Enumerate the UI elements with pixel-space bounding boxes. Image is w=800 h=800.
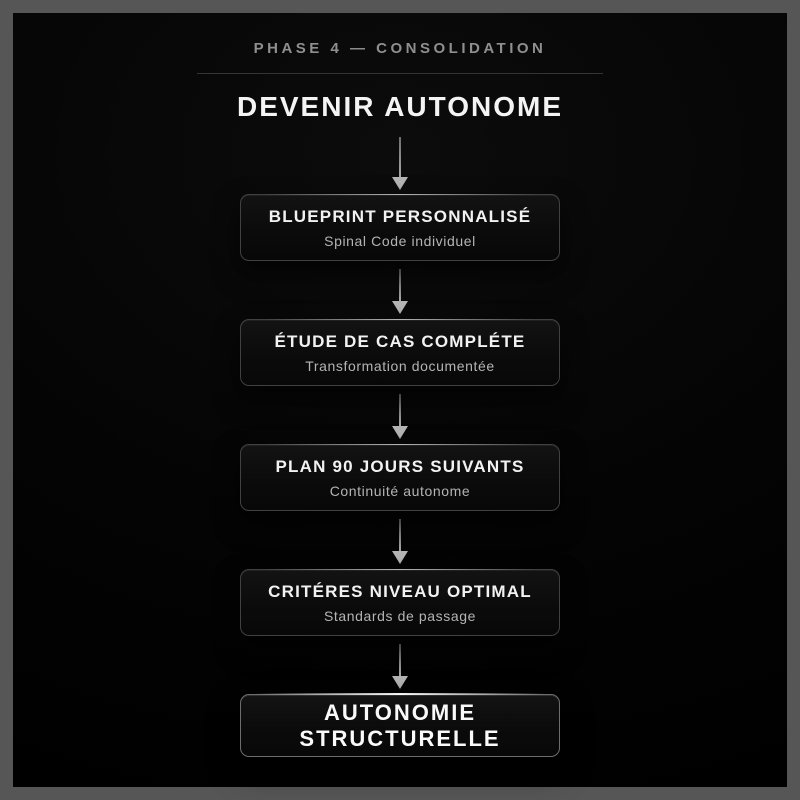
flow-node-criteres-optimal: CRITÉRES NIVEAU OPTIMAL Standards de pas… (240, 569, 560, 636)
arrow-head (392, 551, 408, 564)
node-title: BLUEPRINT PERSONNALISÉ (268, 206, 532, 226)
arrow-stem (399, 519, 401, 551)
node-subtitle: Transformation documentée (305, 357, 495, 374)
arrow-head (392, 301, 408, 314)
node-subtitle: Continuité autonome (329, 482, 471, 499)
arrow-down-icon (392, 137, 408, 190)
node-subtitle: Spinal Code individuel (324, 232, 476, 249)
arrow-stem (399, 137, 401, 177)
arrow-head (392, 177, 408, 190)
arrow-down-icon (392, 644, 408, 689)
arrow-stem (399, 644, 401, 676)
header-divider (197, 73, 603, 74)
flow-node-etude-de-cas: ÉTUDE DE CAS COMPLÉTE Transformation doc… (240, 319, 560, 386)
flow-node-plan-90-jours: PLAN 90 JOURS SUIVANTS Continuité autono… (240, 444, 560, 511)
arrow-down-icon (392, 519, 408, 564)
arrow-stem (399, 269, 401, 301)
final-node-line: STRUCTURELLE (299, 725, 501, 751)
node-subtitle: Standards de passage (323, 607, 477, 624)
arrow-stem (399, 394, 401, 426)
node-title: CRITÉRES NIVEAU OPTIMAL (268, 581, 532, 601)
page-title: DEVENIR AUTONOME (236, 91, 564, 122)
flow-node-blueprint: BLUEPRINT PERSONNALISÉ Spinal Code indiv… (240, 194, 560, 261)
flow-node-autonomie-structurelle: AUTONOMIE STRUCTURELLE (240, 693, 560, 757)
arrow-head (392, 426, 408, 439)
arrow-down-icon (392, 394, 408, 439)
node-title: ÉTUDE DE CAS COMPLÉTE (274, 331, 526, 351)
diagram-canvas: PHASE 4 — CONSOLIDATION DEVENIR AUTONOME… (13, 13, 787, 787)
phase-label: PHASE 4 — CONSOLIDATION (253, 40, 547, 57)
arrow-head (392, 676, 408, 689)
arrow-down-icon (392, 269, 408, 314)
final-node-line: AUTONOMIE (323, 699, 477, 725)
node-title: PLAN 90 JOURS SUIVANTS (275, 456, 525, 476)
